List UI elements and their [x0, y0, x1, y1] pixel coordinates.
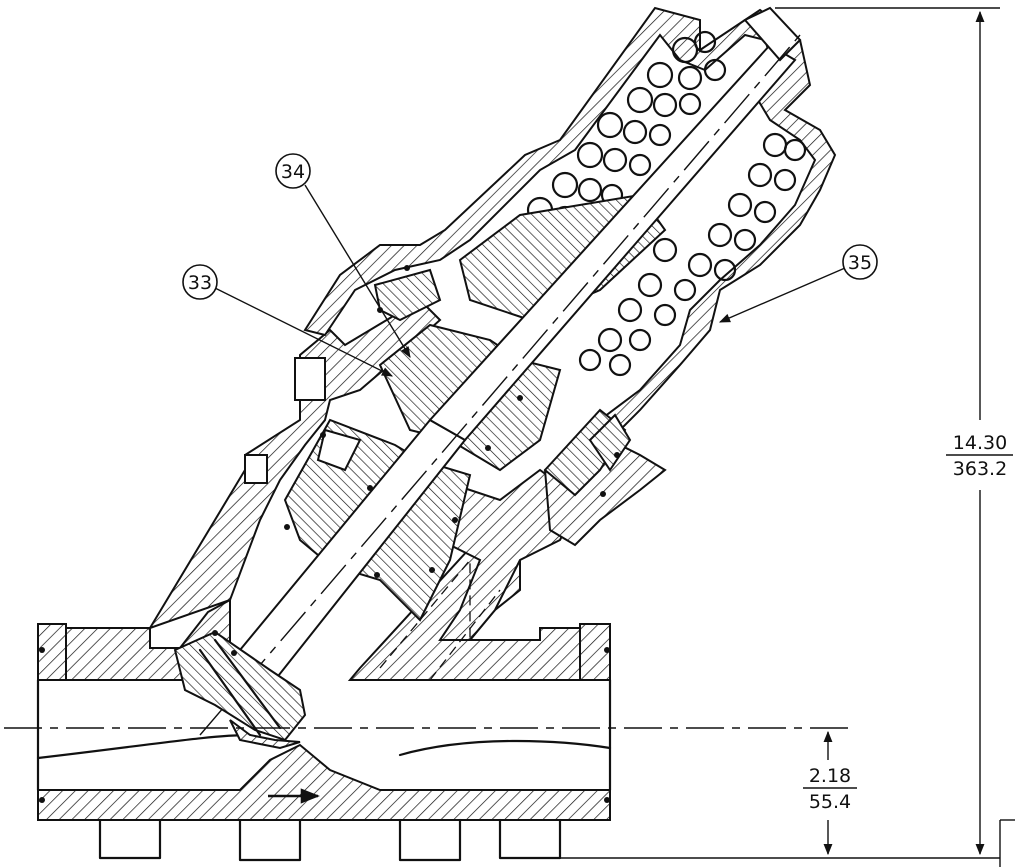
callout-bubble: [842, 244, 878, 280]
callout-34: 34: [275, 153, 311, 189]
leader-lines: [214, 184, 846, 377]
callout-bubble: [182, 264, 218, 300]
callout-35: 35: [842, 244, 878, 280]
hidden-lines: [379, 558, 501, 681]
callout-label: 35: [848, 252, 872, 274]
callout-label: 33: [188, 272, 212, 294]
o-rings: [39, 265, 620, 803]
callout-33: 33: [182, 264, 218, 300]
height-dimension: 14.30 363.2: [540, 7, 1015, 867]
valve-disc: [173, 630, 307, 750]
callout-label: 34: [281, 161, 305, 183]
callout-bubble: [275, 153, 311, 189]
valve-stem: [199, 6, 802, 736]
height-millimeters: 363.2: [953, 458, 1007, 480]
centerline-millimeters: 55.4: [809, 791, 851, 813]
height-inches: 14.30: [953, 432, 1007, 454]
centerline-dimension: 2.18 55.4: [803, 730, 857, 856]
centerline-inches: 2.18: [809, 765, 851, 787]
